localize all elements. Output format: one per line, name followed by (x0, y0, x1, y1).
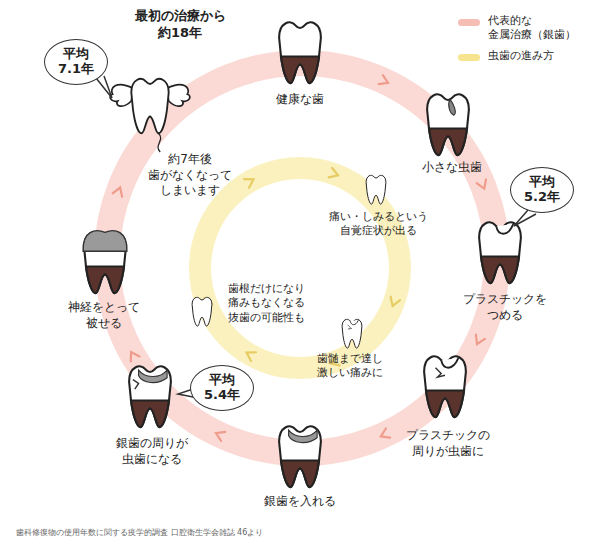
caries-ring (200, 168, 400, 368)
tooth-icon (110, 79, 190, 152)
stage-label: 銀歯を入れる (263, 494, 338, 510)
callout-text: 平均 7.1年 (56, 47, 96, 77)
chevrons (113, 75, 486, 441)
legend-text: 代表的な 金属治療（銀歯） (488, 14, 579, 43)
tooth-icon (192, 297, 212, 326)
stage-label: 歯根だけになり 痛みもなくなる 抜歯の可能性も (226, 282, 306, 325)
callout-bubble: 平均 5.4年 (190, 365, 254, 411)
chevron (391, 297, 400, 306)
chevron (244, 179, 253, 188)
chevron (113, 188, 122, 197)
chevron (477, 179, 486, 188)
tooth-icon (479, 222, 521, 283)
bubble-tail (514, 210, 536, 226)
chevron (381, 429, 390, 438)
tooth-icon (129, 366, 171, 427)
callout-text: 平均 5.4年 (202, 373, 242, 403)
legend: 代表的な 金属治療（銀歯） 虫歯の進み方 (458, 14, 579, 69)
tooth-icon (342, 319, 362, 348)
teeth (83, 22, 521, 487)
callout-text: 平均 5.2年 (522, 175, 562, 205)
chevron (131, 352, 140, 361)
stage-label: 健康な歯 (275, 92, 326, 108)
stage-label: 最初の治療から 約18年 (133, 8, 227, 42)
stage-label: プラスチックの 周りが虫歯に (405, 428, 492, 459)
source-note: 歯科修復物の使用年数に関する疫学的調査 口腔衛生学会雑誌 46より (16, 528, 263, 538)
tooth-icon (424, 356, 466, 417)
tooth-icon (279, 22, 321, 83)
chevron (329, 168, 338, 177)
stage-label: プラスチックを つめる (462, 292, 549, 323)
stage-label: 神経をとって 被せる (67, 300, 142, 331)
callout-bubble: 平均 7.1年 (44, 39, 108, 85)
stage-label: 約7年後 歯がなくなって しまいます (147, 152, 234, 199)
legend-row: 代表的な 金属治療（銀歯） (458, 14, 579, 43)
stage-label: 銀歯の周りが 虫歯になる (115, 436, 190, 467)
chevron (379, 75, 388, 84)
legend-swatch (458, 19, 480, 26)
tooth-icon (427, 94, 469, 155)
stage-label: 痛い・しみるという 自覚症状が出る (327, 210, 429, 239)
tooth-icon (83, 231, 127, 293)
stage-label: 小さな虫歯 (421, 160, 484, 176)
chevron (476, 335, 485, 344)
chevron (247, 352, 256, 361)
treatment-ring (107, 63, 497, 453)
tooth-icon (279, 426, 321, 487)
legend-text: 虫歯の進み方 (488, 49, 557, 63)
legend-row: 虫歯の進み方 (458, 49, 579, 63)
callout-bubble: 平均 5.2年 (510, 167, 574, 213)
legend-swatch (458, 54, 480, 61)
tooth-icon (366, 175, 386, 204)
chevron (216, 432, 225, 441)
stage-label: 歯髄まで達し 激しい痛みに (316, 352, 385, 381)
bubble-tail (96, 76, 112, 98)
